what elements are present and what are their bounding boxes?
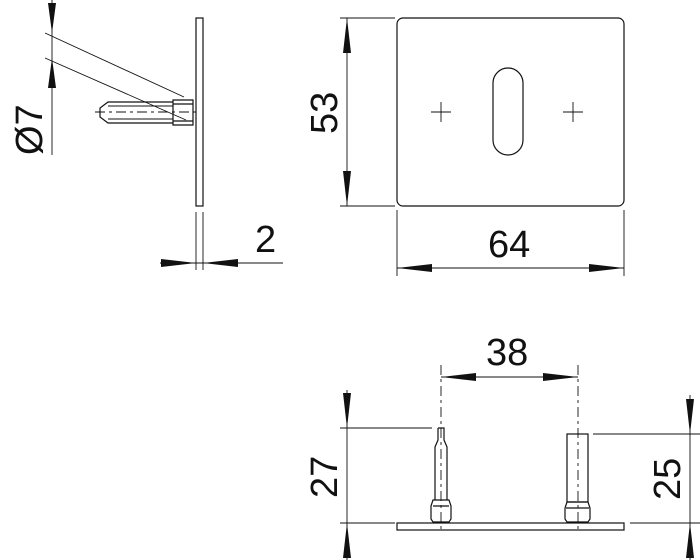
left-pin-height-dimension: 27 <box>304 390 432 560</box>
spacing-dimension: 38 <box>441 332 578 381</box>
side-view: Ø7 2 <box>9 0 283 270</box>
thickness-dimension: 2 <box>160 212 283 270</box>
width-label: 64 <box>488 224 530 266</box>
spacing-label: 38 <box>486 332 528 374</box>
hole-cross-right <box>563 102 583 122</box>
right-pin-height-dimension: 25 <box>593 395 700 560</box>
right-pin <box>564 433 591 523</box>
keyhole-slot <box>492 67 524 156</box>
bottom-view: 38 27 25 <box>304 332 700 560</box>
leader-line <box>44 57 187 121</box>
diameter-dimension: Ø7 <box>9 0 56 155</box>
right-pin-height-label: 25 <box>647 458 689 500</box>
leader-line <box>44 32 185 98</box>
width-dimension: 64 <box>396 210 625 276</box>
bottom-plate <box>396 522 625 531</box>
front-view: 53 64 <box>304 17 625 276</box>
thickness-label: 2 <box>255 219 276 261</box>
height-dimension: 53 <box>304 17 395 207</box>
height-label: 53 <box>304 92 346 134</box>
side-pin <box>99 99 194 126</box>
diameter-label: Ø7 <box>9 104 51 155</box>
left-pin-height-label: 27 <box>304 456 346 498</box>
front-plate <box>396 17 625 207</box>
hole-cross-left <box>431 102 451 122</box>
side-plate <box>195 17 204 207</box>
